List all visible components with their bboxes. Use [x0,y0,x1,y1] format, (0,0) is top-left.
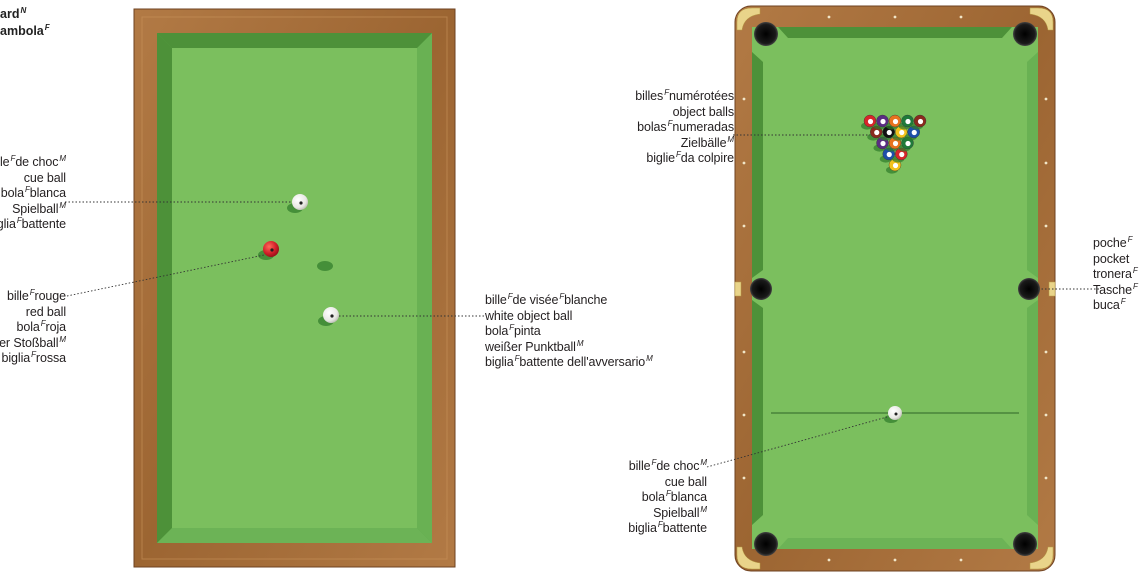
object-ball-number-spot [868,119,873,124]
label-line: bolaFpinta [485,324,653,340]
label-line: bolaFblanca [0,186,66,202]
object-ball-number-spot [893,119,898,124]
label-line: cue ball [628,475,707,491]
object-ball-number-spot [912,130,917,135]
label-line: red ball [0,305,66,321]
label-line: billeFde chocM [0,155,66,171]
label-line: billeFrouge [0,289,66,305]
label-line: bigliaFbattente [628,521,707,537]
object-ball-number-spot [893,141,898,146]
label-line: billesFnumérotées [635,89,734,105]
label-line: bolasFnumeradas [635,120,734,136]
label-line: roter StoßballM [0,336,66,352]
object-ball-number-spot [887,152,892,157]
label-line: bucaF [1093,298,1138,314]
label-line: ZielbälleM [635,136,734,152]
label-line: pocket [1093,252,1138,268]
carom-table [134,9,455,567]
object-ball-number-spot [905,141,910,146]
label-line: bigliaFbattente [0,217,66,233]
label-line: troneraF [1093,267,1138,283]
label-line: billeFde chocM [628,459,707,475]
label-line: billeFde viséeFblanche [485,293,653,309]
object-ball-number-spot [899,130,904,135]
object-ball-number-spot [874,130,879,135]
object-ball-number-spot [893,163,898,168]
label-line: object balls [635,105,734,121]
pool-table-felt [752,27,1038,549]
label-line: white object ball [485,309,653,325]
label-line: biglieFda colpire [635,151,734,167]
label-line: weißer PunktballM [485,340,653,356]
object-ball-number-spot [880,141,885,146]
label-line: bolaFblanca [628,490,707,506]
label-line: SpielballM [628,506,707,522]
pool-table [735,6,1055,571]
label-line: bigliaFrossa [0,351,66,367]
object-ball-number-spot [887,130,892,135]
object-ball-number-spot [905,119,910,124]
label-line: pocheF [1093,236,1138,252]
object-ball-number-spot [918,119,923,124]
label-line: bolaFroja [0,320,66,336]
carom-table-felt [172,48,417,528]
label-line: TascheF [1093,283,1138,299]
label-line: SpielballM [0,202,66,218]
object-ball-number-spot [899,152,904,157]
object-ball-number-spot [880,119,885,124]
label-line: bigliaFbattente dell'avversarioM [485,355,653,371]
label-line: cue ball [0,171,66,187]
